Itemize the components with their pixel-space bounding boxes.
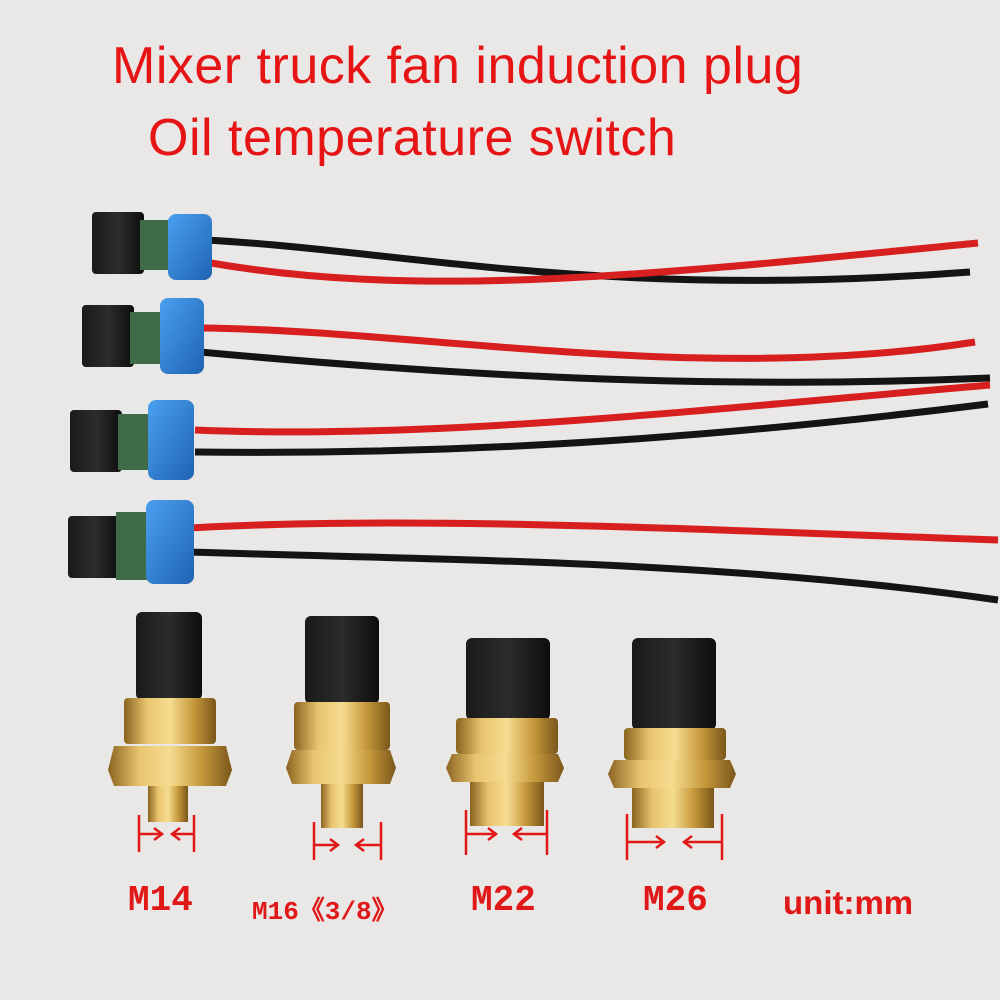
brass-body	[624, 728, 726, 760]
size-label-m14: M14	[128, 880, 193, 921]
wire-harness-3	[70, 381, 991, 480]
threaded-stem	[148, 786, 188, 822]
red-wire	[194, 381, 991, 436]
dimension-arrows	[464, 810, 549, 855]
seal-ring	[140, 220, 170, 270]
hex-nut	[446, 754, 564, 782]
connector-housing	[70, 410, 122, 472]
unit-label: unit:mm	[783, 884, 914, 921]
hex-nut	[286, 750, 396, 784]
title-line-2: Oil temperature switch	[148, 109, 677, 167]
brass-body	[294, 702, 390, 750]
red-wire	[204, 239, 979, 285]
wire-harness-2	[82, 298, 991, 386]
size-label-m22: M22	[471, 880, 536, 921]
temperature-switch-m22	[446, 638, 564, 855]
title-line-1: Mixer truck fan induction plug	[112, 37, 804, 95]
wire-harness-1	[92, 212, 979, 285]
red-wire	[189, 519, 999, 544]
blue-connector	[146, 500, 194, 584]
blue-connector	[168, 214, 212, 280]
seal-ring	[118, 414, 150, 470]
temperature-switch-m26	[608, 638, 736, 860]
sensor-plug	[466, 638, 550, 720]
size-label-m26: M26	[643, 880, 708, 921]
black-wire	[189, 548, 999, 604]
seal-ring	[130, 312, 162, 364]
size-label-m16: M16《3/8》	[252, 897, 398, 927]
connector-housing	[82, 305, 134, 367]
hex-nut	[108, 746, 232, 786]
sensor-plug	[305, 616, 379, 704]
dimension-arrows	[312, 822, 383, 860]
threaded-stem	[470, 782, 544, 826]
black-wire	[194, 400, 989, 456]
wire-harness-4	[68, 500, 999, 604]
dimension-arrows	[137, 815, 196, 852]
temperature-switch-m14	[108, 612, 232, 852]
temperature-switch-m16	[286, 616, 396, 860]
sensor-plug	[632, 638, 716, 730]
connector-housing	[92, 212, 144, 274]
dimension-arrows	[625, 814, 724, 860]
red-wire	[199, 324, 976, 362]
hex-nut	[608, 760, 736, 788]
black-wire	[199, 348, 991, 386]
connector-housing	[68, 516, 120, 578]
seal-ring	[116, 512, 150, 580]
threaded-stem	[632, 788, 714, 828]
brass-body	[124, 698, 216, 744]
threaded-stem	[321, 784, 363, 828]
sensor-plug	[136, 612, 202, 700]
blue-connector	[160, 298, 204, 374]
black-wire	[204, 236, 971, 284]
brass-body	[456, 718, 558, 754]
blue-connector	[148, 400, 194, 480]
